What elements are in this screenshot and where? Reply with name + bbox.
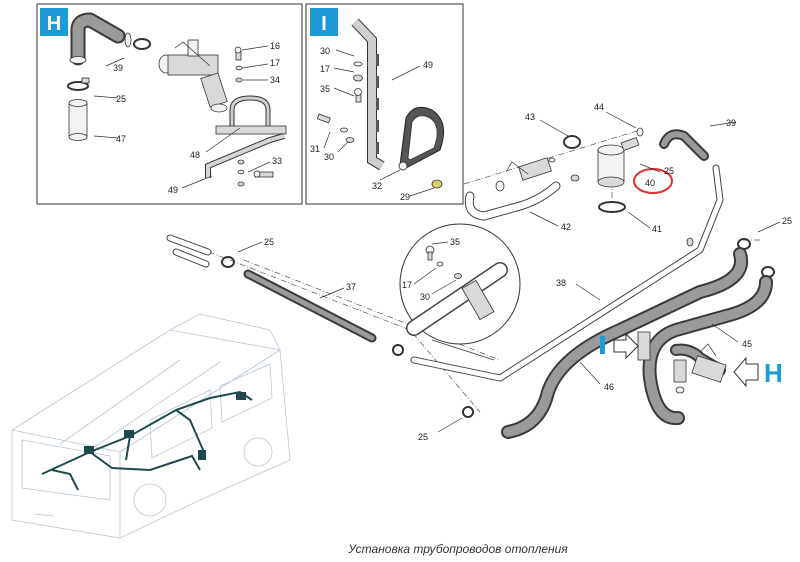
label-25-bottom: 25 bbox=[418, 432, 428, 442]
inset-h-letter: H bbox=[47, 13, 61, 35]
label-33: 33 bbox=[272, 156, 282, 166]
label-35-inset-i: 35 bbox=[320, 84, 330, 94]
diagram-caption: Установка трубопроводов отопления bbox=[347, 542, 568, 556]
label-17-detail: 17 bbox=[402, 280, 412, 290]
clamp-43 bbox=[563, 135, 581, 149]
hose-37 bbox=[243, 269, 404, 356]
hardware-inset-i bbox=[316, 61, 443, 189]
label-25-right: 25 bbox=[782, 216, 792, 226]
hose-46 bbox=[501, 247, 749, 439]
label-35-detail: 35 bbox=[450, 237, 460, 247]
valve-lower bbox=[670, 343, 727, 394]
label-42: 42 bbox=[561, 222, 571, 232]
inset-i: I 30 17 bbox=[305, 3, 464, 205]
clamp-25-bottom bbox=[462, 406, 474, 418]
bracket-49-inset-h bbox=[205, 133, 285, 178]
ring-41 bbox=[598, 201, 626, 213]
label-46: 46 bbox=[604, 382, 614, 392]
detail-circle bbox=[399, 223, 521, 361]
valve-upper bbox=[495, 157, 580, 192]
label-16: 16 bbox=[270, 41, 280, 51]
pipe-ends-left bbox=[166, 234, 235, 268]
label-49-inset-h: 49 bbox=[168, 185, 178, 195]
label-43: 43 bbox=[525, 112, 535, 122]
bus-outline bbox=[11, 313, 291, 539]
inset-i-badge bbox=[310, 8, 338, 36]
inset-i-letter: I bbox=[321, 13, 327, 35]
label-40: 40 bbox=[645, 178, 655, 188]
label-34: 34 bbox=[270, 75, 280, 85]
inset-h: H bbox=[36, 3, 303, 205]
label-47: 47 bbox=[116, 134, 126, 144]
bracket-49-inset-i bbox=[351, 18, 385, 171]
label-25-left: 25 bbox=[264, 237, 274, 247]
hose-39-main bbox=[636, 127, 709, 161]
valve-inset bbox=[158, 39, 228, 113]
pipe-38 bbox=[410, 164, 724, 382]
inset-h-badge bbox=[40, 8, 68, 36]
bus-heating-harness bbox=[41, 390, 253, 491]
bracket-48 bbox=[215, 95, 287, 135]
label-32: 32 bbox=[372, 181, 382, 191]
label-25-inset: 25 bbox=[116, 94, 126, 104]
marker-i: I bbox=[600, 332, 639, 360]
label-39-inset: 39 bbox=[113, 63, 123, 73]
marker-h: H bbox=[733, 356, 783, 388]
label-30-detail: 30 bbox=[420, 292, 430, 302]
label-37: 37 bbox=[346, 282, 356, 292]
label-31: 31 bbox=[310, 144, 320, 154]
clamp-32 bbox=[398, 106, 445, 171]
label-49-inset-i: 49 bbox=[423, 60, 433, 70]
pipe-42 bbox=[464, 181, 561, 221]
label-48: 48 bbox=[190, 150, 200, 160]
label-45: 45 bbox=[742, 339, 752, 349]
clamp-25-inset bbox=[67, 77, 90, 91]
filter-40 bbox=[597, 136, 640, 188]
bracket-near-i bbox=[637, 331, 651, 361]
label-29: 29 bbox=[400, 192, 410, 202]
label-30-inset-i-bottom: 30 bbox=[324, 152, 334, 162]
label-30-inset-i-top: 30 bbox=[320, 46, 330, 56]
label-44: 44 bbox=[594, 102, 604, 112]
label-25-filter: 25 bbox=[664, 166, 674, 176]
clamp-small-inset bbox=[133, 38, 151, 50]
pipe-47 bbox=[68, 99, 88, 141]
hose-39-elbow bbox=[69, 12, 132, 66]
label-39-main: 39 bbox=[726, 118, 736, 128]
label-41: 41 bbox=[652, 224, 662, 234]
label-17-inset-i: 17 bbox=[320, 64, 330, 74]
marker-h-letter: H bbox=[764, 358, 783, 388]
label-38: 38 bbox=[556, 278, 566, 288]
hose-45 bbox=[642, 275, 773, 425]
label-17-inset-h: 17 bbox=[270, 58, 280, 68]
